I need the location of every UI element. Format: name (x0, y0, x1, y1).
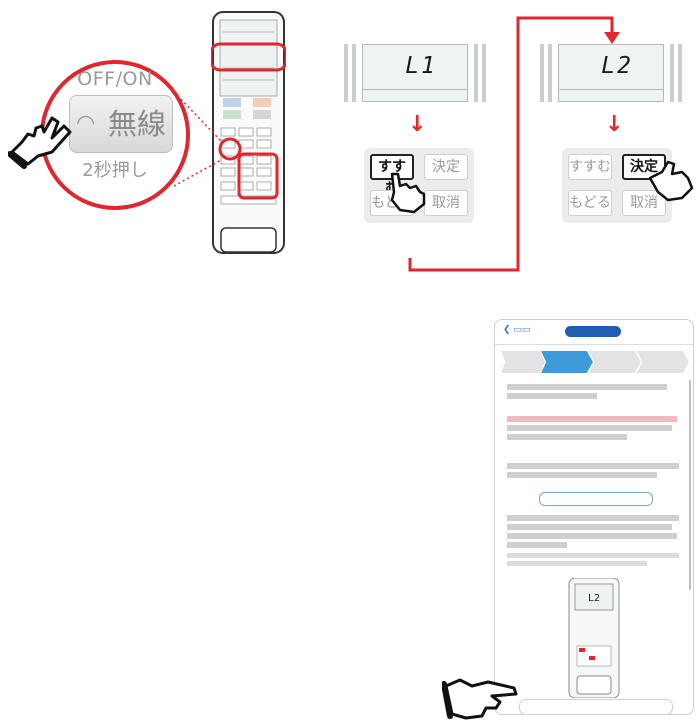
pointing-hand-icon (442, 678, 518, 720)
lcd-frame-left-inner (352, 44, 356, 102)
step-2 (541, 351, 593, 373)
scrollbar[interactable] (689, 380, 691, 590)
instruction-text (507, 384, 683, 399)
wireless-button[interactable]: ◠ 無線 (69, 95, 173, 153)
lcd-frame-right-inner (474, 44, 478, 102)
pointing-hand-icon (8, 116, 72, 169)
pointing-hand-icon (648, 160, 694, 202)
step-3 (589, 351, 641, 373)
step-4 (637, 351, 689, 373)
lcd-panel-left: L1 (340, 44, 490, 106)
app-header: ❮ ▭▭ (495, 320, 693, 345)
lcd-frame-left-inner (548, 44, 552, 102)
lcd-frame-right-inner (670, 44, 674, 102)
lcd-frame-left (344, 44, 348, 102)
l1-help-button[interactable] (539, 492, 653, 506)
pointing-hand-icon (390, 172, 426, 214)
step-instruction-1 (507, 463, 683, 478)
arrow-down-icon: ↓ (605, 112, 624, 137)
step-progress (501, 351, 689, 373)
back-link[interactable]: ❮ ▭▭ (503, 325, 531, 335)
next-button[interactable]: すすむ (568, 154, 612, 180)
remote-thumbnail: L2 (568, 578, 620, 698)
lcd-frame-right (678, 44, 682, 102)
lcd-code: L1 (405, 53, 437, 79)
decide-button[interactable]: 決定 (424, 154, 468, 180)
smartphone-app-screen: ❮ ▭▭ L2 (494, 319, 694, 715)
lcd-code: L2 (601, 53, 633, 79)
wireless-button-callout: OFF/ON ◠ 無線 2秒押し (40, 60, 190, 210)
lcd-screen: L1 (362, 44, 468, 102)
cancel-button[interactable]: 取消 (424, 190, 468, 216)
callout-hold-label: 2秒押し (82, 160, 148, 181)
step-indicator-pill (565, 326, 621, 337)
warning-text (507, 416, 683, 440)
step-1 (501, 351, 545, 373)
wifi-icon: ◠ (76, 111, 96, 136)
lcd-frame-left (540, 44, 544, 102)
back-button[interactable]: もどる (568, 190, 612, 216)
button-grid-left: すすむ 決定 もどる 取消 (364, 148, 474, 223)
lcd-screen: L2 (558, 44, 664, 102)
step-instruction-2 (507, 515, 683, 566)
lcd-frame-right (482, 44, 486, 102)
svg-text:L2: L2 (588, 593, 600, 604)
lcd-panel-right: L2 (536, 44, 686, 106)
remote-control (211, 11, 286, 254)
wireless-button-label: 無線 (107, 107, 166, 141)
button-grid-right: すすむ 決定 もどる 取消 (562, 148, 672, 223)
arrow-down-icon: ↓ (408, 112, 427, 137)
cancel-button[interactable]: 取消 (622, 190, 666, 216)
next-step-button[interactable] (519, 699, 673, 714)
callout-off-on-label: OFF/ON (77, 68, 153, 90)
